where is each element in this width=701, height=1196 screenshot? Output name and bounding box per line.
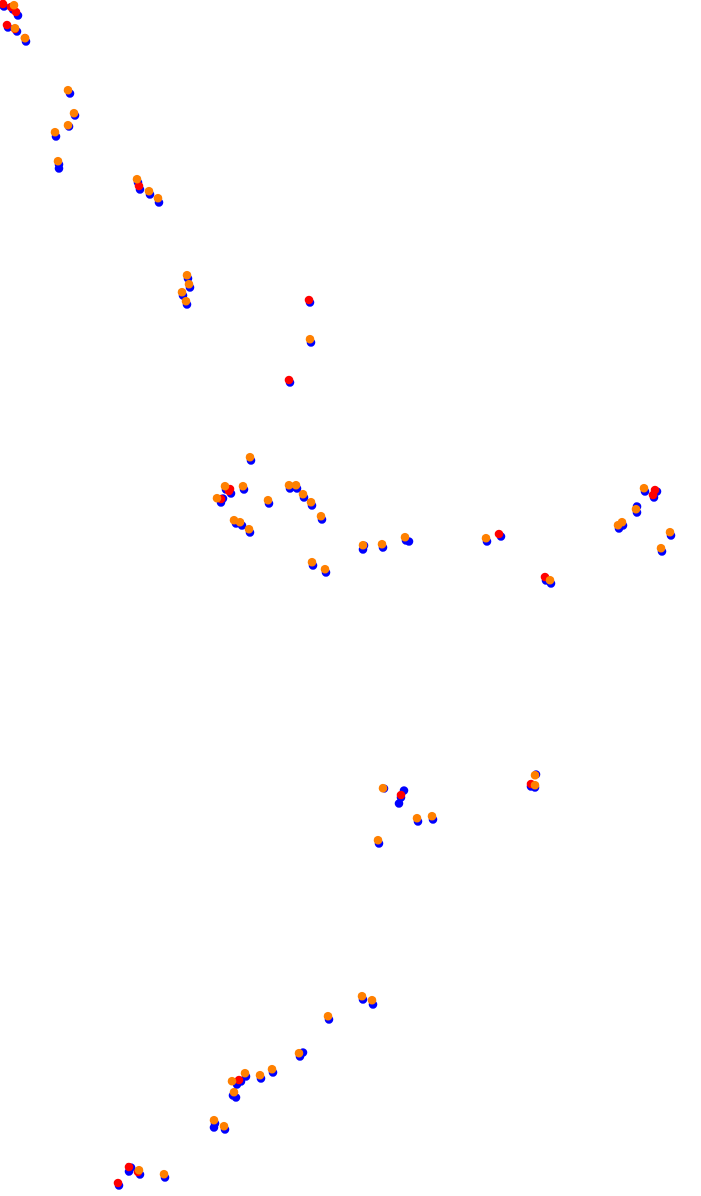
data-point-series-2 bbox=[412, 813, 422, 823]
data-point-series-2 bbox=[182, 270, 192, 280]
data-point-series-2 bbox=[631, 504, 641, 514]
data-point-series-2 bbox=[63, 85, 73, 95]
data-point-series-2 bbox=[400, 532, 410, 542]
data-point-series-2 bbox=[219, 1121, 229, 1131]
data-point-series-2 bbox=[377, 539, 387, 549]
data-point-series-2 bbox=[240, 1068, 250, 1078]
data-point-series-2 bbox=[255, 1070, 265, 1080]
data-point-series-2 bbox=[294, 1048, 304, 1058]
data-point-series-1 bbox=[124, 1162, 134, 1172]
data-point-series-2 bbox=[306, 497, 316, 507]
data-point-series-1 bbox=[648, 490, 658, 500]
data-point-series-2 bbox=[291, 480, 301, 490]
data-point-series-2 bbox=[263, 495, 273, 505]
data-point-series-2 bbox=[373, 835, 383, 845]
data-point-series-2 bbox=[153, 193, 163, 203]
data-point-series-2 bbox=[298, 489, 308, 499]
data-point-series-2 bbox=[358, 540, 368, 550]
data-point-series-0 bbox=[209, 1123, 219, 1132]
data-point-series-2 bbox=[9, 0, 19, 10]
data-point-series-2 bbox=[665, 527, 675, 537]
data-point-series-2 bbox=[284, 480, 294, 490]
data-point-series-2 bbox=[238, 481, 248, 491]
data-point-series-2 bbox=[378, 783, 388, 793]
data-point-series-2 bbox=[545, 575, 555, 585]
data-point-series-2 bbox=[307, 557, 317, 567]
data-point-series-2 bbox=[229, 1087, 239, 1097]
data-point-series-2 bbox=[617, 517, 627, 527]
data-point-series-2 bbox=[245, 452, 255, 462]
data-point-series-2 bbox=[69, 108, 79, 118]
data-point-series-2 bbox=[134, 1165, 144, 1175]
data-point-series-1 bbox=[2, 20, 12, 30]
data-point-series-2 bbox=[320, 564, 330, 574]
data-point-series-2 bbox=[20, 33, 30, 43]
data-point-series-2 bbox=[357, 991, 367, 1001]
data-point-series-2 bbox=[323, 1011, 333, 1021]
data-point-series-1 bbox=[234, 1075, 244, 1085]
data-point-series-2 bbox=[50, 127, 60, 137]
data-point-series-1 bbox=[494, 529, 504, 539]
data-point-series-1 bbox=[284, 375, 294, 385]
data-point-series-1 bbox=[396, 790, 406, 800]
data-point-series-2 bbox=[530, 780, 540, 790]
data-point-series-0 bbox=[394, 799, 404, 808]
data-point-series-1 bbox=[113, 1178, 123, 1188]
data-point-series-1 bbox=[134, 181, 144, 191]
data-point-series-2 bbox=[639, 483, 649, 493]
data-point-series-2 bbox=[63, 120, 73, 130]
data-point-series-2 bbox=[184, 279, 194, 289]
data-point-series-2 bbox=[212, 493, 222, 503]
data-point-series-2 bbox=[305, 334, 315, 344]
data-point-series-2 bbox=[144, 186, 154, 196]
data-point-series-2 bbox=[427, 811, 437, 821]
data-point-series-2 bbox=[227, 1076, 237, 1086]
data-point-series-1 bbox=[0, 0, 8, 9]
data-point-series-2 bbox=[159, 1169, 169, 1179]
data-point-series-2 bbox=[481, 533, 491, 543]
data-points bbox=[0, 0, 676, 1190]
data-point-series-2 bbox=[53, 156, 63, 166]
data-point-series-2 bbox=[220, 481, 230, 491]
data-point-series-2 bbox=[235, 517, 245, 527]
data-point-series-2 bbox=[367, 995, 377, 1005]
data-point-series-2 bbox=[209, 1115, 219, 1125]
data-point-series-0 bbox=[54, 164, 64, 173]
data-point-series-2 bbox=[530, 770, 540, 780]
data-point-series-2 bbox=[316, 511, 326, 521]
data-point-series-2 bbox=[656, 543, 666, 553]
data-point-series-2 bbox=[10, 23, 20, 33]
data-point-series-2 bbox=[132, 174, 142, 184]
data-point-series-1 bbox=[11, 7, 21, 17]
data-point-series-1 bbox=[304, 295, 314, 305]
data-point-series-2 bbox=[244, 524, 254, 534]
data-point-series-2 bbox=[267, 1064, 277, 1074]
data-point-series-2 bbox=[181, 296, 191, 306]
data-point-series-2 bbox=[177, 287, 187, 297]
